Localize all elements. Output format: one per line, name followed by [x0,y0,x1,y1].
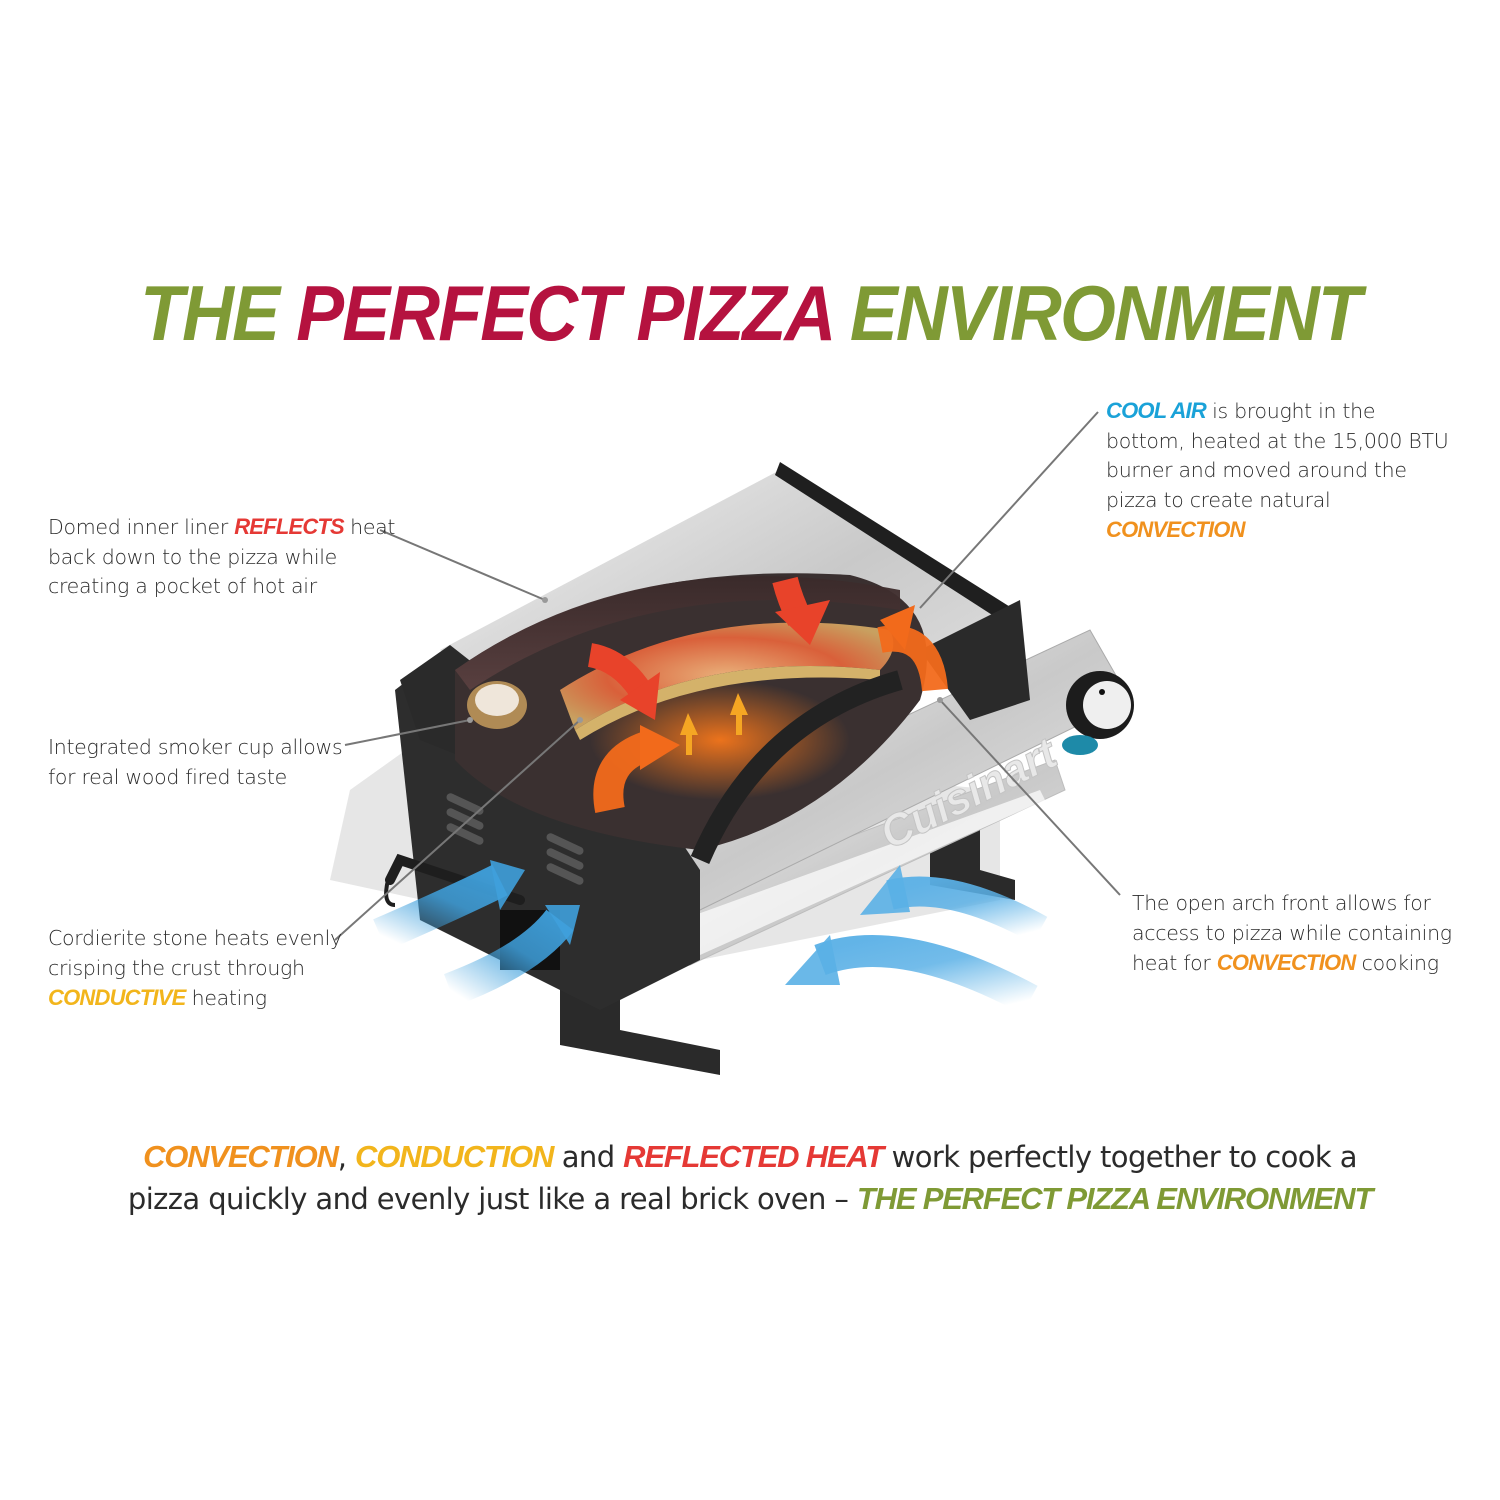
callout-text: back down to the pizza while [48,544,337,569]
callout-text: heat [343,515,396,539]
callout-cool-air: COOL AIR is brought in the bottom, heate… [1106,396,1449,546]
keyword-convection: CONVECTION [1216,950,1356,975]
vent-slots [446,793,584,885]
callout-text: cooking [1355,951,1439,975]
callout-text: The open arch front allows for [1132,891,1431,915]
keyword-cool-air: COOL AIR [1106,398,1207,423]
footer-text: , [337,1140,356,1174]
summary-footer: CONVECTION, CONDUCTION and REFLECTED HEA… [0,1136,1500,1220]
keyword-conduction: CONDUCTION [355,1139,554,1174]
footer-text: pizza quickly and evenly just like a rea… [127,1182,857,1216]
title-part-the: THE [140,269,297,357]
keyword-convection: CONVECTION [1106,517,1245,542]
callout-text: Integrated smoker cup allows [48,735,343,759]
callout-text: bottom, heated at the 15,000 BTU [1106,428,1449,453]
callout-text: Domed inner liner [48,515,235,539]
callout-text: crisping the crust through [48,955,305,980]
callout-domed-liner: Domed inner liner REFLECTS heat back dow… [48,512,395,602]
callout-cordierite-stone: Cordierite stone heats evenly crisping t… [48,924,342,1014]
keyword-conductive: CONDUCTIVE [48,985,186,1010]
keyword-perfect-pizza-environment: THE PERFECT PIZZA ENVIRONMENT [856,1181,1373,1216]
leader-lines [334,411,1121,941]
callout-smoker-cup: Integrated smoker cup allows for real wo… [48,733,343,792]
keyword-convection: CONVECTION [143,1139,339,1174]
callout-text: access to pizza while containing [1132,920,1452,945]
keyword-reflects: REFLECTS [234,514,345,539]
keyword-reflected-heat: REFLECTED HEAT [623,1139,884,1174]
callout-text: is brought in the [1205,399,1376,423]
footer-text: work perfectly together to cook a [883,1140,1358,1174]
callout-text: for real wood fired taste [48,764,287,789]
callout-text: creating a pocket of hot air [48,574,317,598]
callout-text: heating [185,986,267,1010]
callout-text: pizza to create natural [1106,487,1331,512]
callout-text: burner and moved around the [1106,458,1407,482]
page-title: THE PERFECT PIZZA ENVIRONMENT [60,268,1440,358]
title-part-perfect-pizza: PERFECT PIZZA [296,269,833,357]
title-part-environment: ENVIRONMENT [831,269,1362,357]
callout-text: Cordierite stone heats evenly [48,926,342,950]
footer-text: and [553,1140,624,1174]
callout-text: heat for [1132,951,1217,975]
callout-open-arch: The open arch front allows for access to… [1132,889,1452,979]
